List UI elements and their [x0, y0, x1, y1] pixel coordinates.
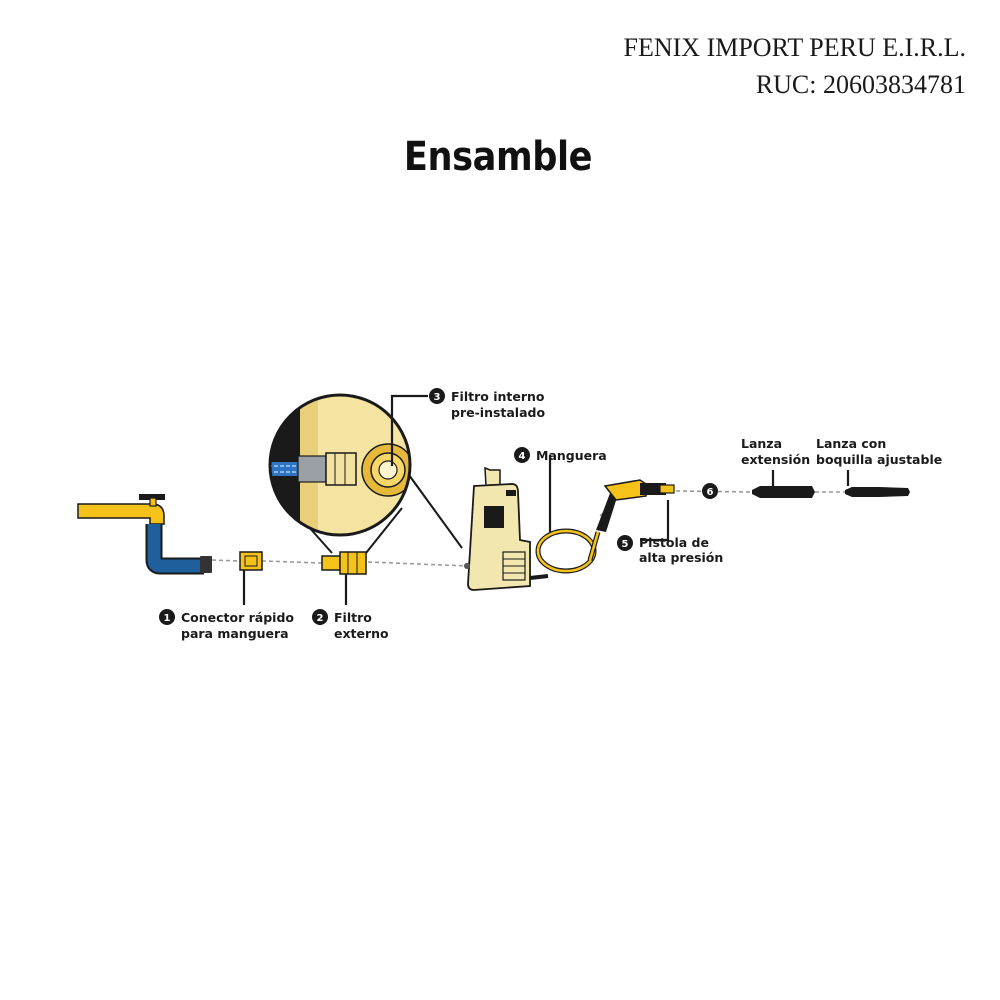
extension-label: extensión: [741, 452, 810, 467]
step-badge-1: 1: [159, 609, 175, 625]
step-label: Filtro interno: [451, 389, 545, 404]
step-badge-5: 5: [617, 535, 633, 551]
step-label: Conector rápido: [181, 610, 294, 625]
step-badge-6: 6: [702, 483, 718, 499]
quick-connector-icon: [239, 551, 263, 571]
company-name: FENIX IMPORT PERU E.I.R.L.: [623, 33, 966, 62]
step-label: para manguera: [181, 626, 289, 641]
step-label: alta presión: [639, 550, 723, 565]
step-number: 2: [317, 613, 324, 624]
spray-gun-icon: [596, 479, 675, 532]
hose-coil-icon: [529, 528, 601, 580]
nozzle-label: boquilla ajustable: [816, 452, 942, 467]
extension-label: Lanza: [741, 436, 782, 451]
filter-detail-zoom: [268, 393, 412, 537]
company-ruc: RUC: 20603834781: [755, 70, 966, 99]
step-label: Manguera: [536, 448, 607, 463]
step-badge-3: 3: [429, 388, 445, 404]
step-number: 6: [707, 487, 714, 498]
step-label: pre-instalado: [451, 405, 545, 420]
step-badge-2: 2: [312, 609, 328, 625]
step-number: 1: [164, 613, 171, 624]
step-label: Pistola de: [639, 535, 709, 550]
step-label: externo: [334, 626, 389, 641]
nozzle-lance-icon: [845, 487, 910, 497]
leader-lines: [242, 394, 850, 605]
water-faucet-icon: [77, 494, 212, 575]
nozzle-label: Lanza con: [816, 436, 886, 451]
step-label: Filtro: [334, 610, 372, 625]
step-number: 5: [622, 539, 629, 550]
extension-lance-icon: [752, 486, 815, 498]
external-filter-icon: [321, 551, 367, 575]
pressure-washer-icon: [464, 466, 531, 591]
step-number: 3: [434, 392, 441, 403]
page-title: Ensamble: [403, 134, 593, 180]
step-badge-4: 4: [514, 447, 530, 463]
step-number: 4: [519, 451, 526, 462]
